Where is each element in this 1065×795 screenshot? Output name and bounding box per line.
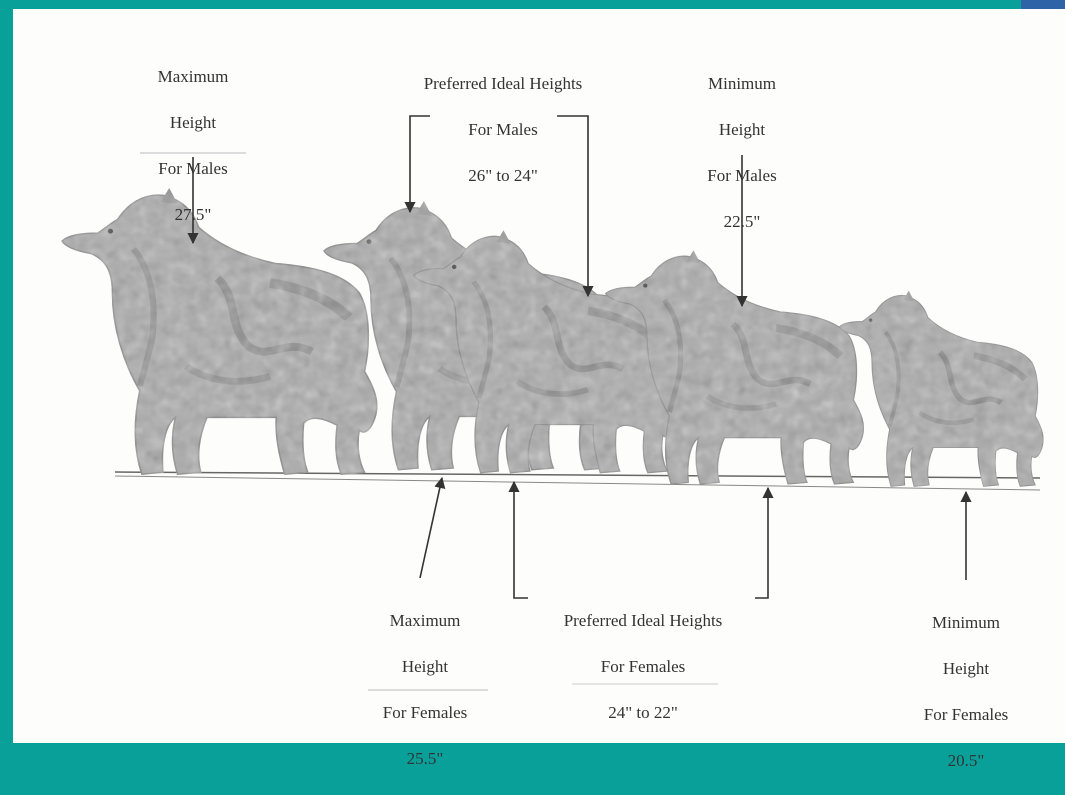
arrow-up-female-pref-right bbox=[755, 488, 768, 598]
label-male-min-line2: Height bbox=[680, 118, 804, 141]
label-male-pref: Preferred Ideal Heights For Males 26" to… bbox=[378, 49, 628, 210]
label-male-min-line1: Minimum bbox=[680, 72, 804, 95]
label-female-max-line1: Maximum bbox=[360, 609, 490, 632]
label-male-min-line4: 22.5" bbox=[680, 210, 804, 233]
label-male-max-line4: 27.5" bbox=[130, 203, 256, 226]
label-female-min-line4: 20.5" bbox=[900, 749, 1032, 772]
label-male-min-line3: For Males bbox=[680, 164, 804, 187]
label-female-max-line4: 25.5" bbox=[360, 747, 490, 770]
label-male-max-line3: For Males bbox=[130, 157, 256, 180]
arrow-up-female-pref-left bbox=[514, 482, 528, 598]
label-male-max-line2: Height bbox=[130, 111, 256, 134]
label-female-min-line1: Minimum bbox=[900, 611, 1032, 634]
arrow-up-female-max bbox=[420, 478, 442, 578]
label-male-pref-line2: For Males bbox=[378, 118, 628, 141]
label-male-min: Minimum Height For Males 22.5" bbox=[680, 49, 804, 256]
label-female-min-line3: For Females bbox=[900, 703, 1032, 726]
collie-dog-silhouette-female-min bbox=[839, 291, 1043, 487]
label-female-min: Minimum Height For Females 20.5" bbox=[900, 588, 1032, 795]
label-male-pref-line3: 26" to 24" bbox=[378, 164, 628, 187]
label-female-max: Maximum Height For Females 25.5" bbox=[360, 586, 490, 793]
label-female-pref: Preferred Ideal Heights For Females 24" … bbox=[523, 586, 763, 747]
label-female-pref-line1: Preferred Ideal Heights bbox=[523, 609, 763, 632]
label-female-min-line2: Height bbox=[900, 657, 1032, 680]
label-male-pref-line1: Preferred Ideal Heights bbox=[378, 72, 628, 95]
label-female-pref-line2: For Females bbox=[523, 655, 763, 678]
label-female-max-line3: For Females bbox=[360, 701, 490, 724]
label-male-max: Maximum Height For Males 27.5" bbox=[130, 42, 256, 249]
label-male-max-line1: Maximum bbox=[130, 65, 256, 88]
label-female-max-line2: Height bbox=[360, 655, 490, 678]
label-female-pref-line3: 24" to 22" bbox=[523, 701, 763, 724]
